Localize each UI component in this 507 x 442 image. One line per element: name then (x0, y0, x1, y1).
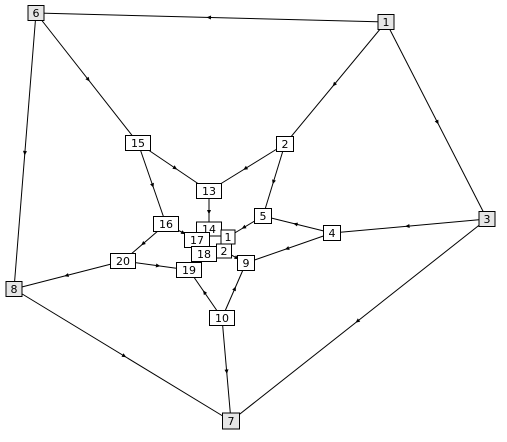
edge-arrow-10-19 (203, 290, 208, 296)
node-10[interactable]: 10 (209, 310, 235, 326)
node-box-6 (27, 5, 45, 21)
node-11[interactable]: 1 (220, 229, 236, 245)
node-9[interactable]: 9 (237, 255, 255, 271)
node-label-8: 8 (11, 283, 18, 296)
node-label-7: 7 (228, 415, 235, 428)
node-17[interactable]: 17 (184, 232, 210, 248)
node-box-16 (153, 216, 179, 232)
edge-arrow-15-16 (150, 182, 154, 188)
edge-arrow-3-4 (405, 224, 410, 228)
node-box-4 (323, 225, 341, 241)
node-label-13: 13 (202, 185, 216, 198)
node-8[interactable]: 8 (5, 281, 23, 297)
node-box-18 (191, 246, 217, 262)
node-18[interactable]: 18 (191, 246, 217, 262)
node-box-15 (125, 135, 151, 151)
node-label-3: 3 (484, 213, 491, 226)
edge-arrow-6-8 (23, 150, 27, 156)
node-box-10 (209, 310, 235, 326)
node-box-7 (222, 412, 240, 430)
node-15[interactable]: 15 (125, 135, 151, 151)
node-label-20: 20 (116, 255, 130, 268)
node-1[interactable]: 1 (377, 14, 395, 30)
node-label-5: 5 (260, 210, 267, 223)
node-label-2: 2 (282, 138, 289, 151)
node-2[interactable]: 2 (276, 136, 294, 152)
node-label-11: 1 (225, 231, 232, 244)
node-box-9 (237, 255, 255, 271)
node-label-17: 17 (190, 234, 204, 247)
node-4[interactable]: 4 (323, 225, 341, 241)
node-label-18: 18 (197, 248, 211, 261)
edge-arrow-1-3 (434, 119, 439, 125)
edge-arrow-2-5 (272, 179, 276, 185)
node-label-1: 1 (383, 16, 390, 29)
node-box-3 (478, 211, 496, 227)
node-label-12: 2 (221, 245, 228, 258)
edge-arrow-1-6 (206, 15, 212, 20)
edge-arrow-10-7 (224, 369, 229, 374)
node-19[interactable]: 19 (176, 262, 202, 278)
node-label-16: 16 (159, 218, 173, 231)
edge-arrow-10-9 (232, 286, 236, 292)
edge-arrow-16-20 (141, 241, 146, 246)
edge-arrow-4-9 (284, 246, 290, 250)
node-box-8 (5, 281, 23, 297)
edge-arrow-20-8 (64, 273, 69, 277)
node-6[interactable]: 6 (27, 5, 45, 21)
node-7[interactable]: 7 (222, 412, 240, 430)
node-label-4: 4 (329, 227, 336, 240)
node-box-5 (254, 208, 272, 224)
edge-arrow-8-7 (121, 353, 127, 358)
node-20[interactable]: 20 (110, 253, 136, 269)
node-box-20 (110, 253, 136, 269)
node-3[interactable]: 3 (478, 211, 496, 227)
node-5[interactable]: 5 (254, 208, 272, 224)
edge-arrow-5-11 (241, 224, 247, 229)
edge-arrow-3-7 (355, 318, 361, 323)
edge-arrow-4-5 (293, 222, 298, 227)
edges-layer (13, 12, 488, 422)
node-label-19: 19 (182, 264, 196, 277)
node-label-10: 10 (215, 312, 229, 325)
edge-arrow-6-15 (85, 76, 90, 82)
edge-arrow-2-13 (243, 165, 249, 170)
edge-arrow-15-13 (172, 165, 178, 170)
edge-arrow-20-19 (155, 263, 161, 268)
node-13[interactable]: 13 (196, 183, 222, 199)
edge-arrow-13-14 (207, 210, 211, 215)
node-box-13 (196, 183, 222, 199)
edge-arrow-1-2 (332, 81, 337, 87)
node-12[interactable]: 2 (216, 243, 232, 259)
node-box-2 (276, 136, 294, 152)
node-label-9: 9 (243, 257, 250, 270)
node-label-15: 15 (131, 137, 145, 150)
node-box-1 (377, 14, 395, 30)
node-16[interactable]: 16 (153, 216, 179, 232)
node-box-19 (176, 262, 202, 278)
node-label-6: 6 (33, 7, 40, 20)
